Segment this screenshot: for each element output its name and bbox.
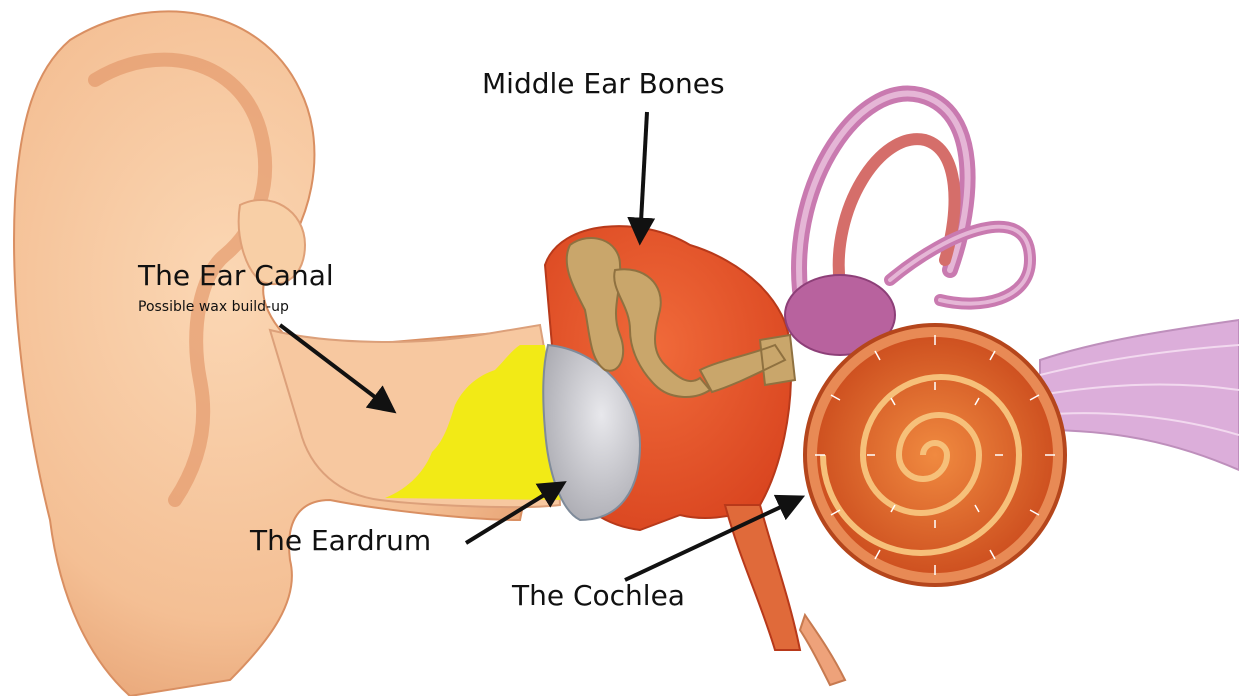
- semicircular-canals: [799, 94, 1030, 304]
- label-eardrum: The Eardrum: [250, 527, 431, 555]
- label-cochlea: The Cochlea: [512, 582, 685, 610]
- label-middle-ear-bones: Middle Ear Bones: [482, 70, 725, 98]
- arrow-middle-ear-bones: [640, 112, 647, 240]
- eustachian-tube-end: [800, 615, 845, 685]
- auditory-nerve: [1040, 320, 1239, 470]
- label-ear-canal: The Ear Canal: [138, 262, 334, 290]
- label-ear-canal-note: Possible wax build-up: [138, 300, 289, 314]
